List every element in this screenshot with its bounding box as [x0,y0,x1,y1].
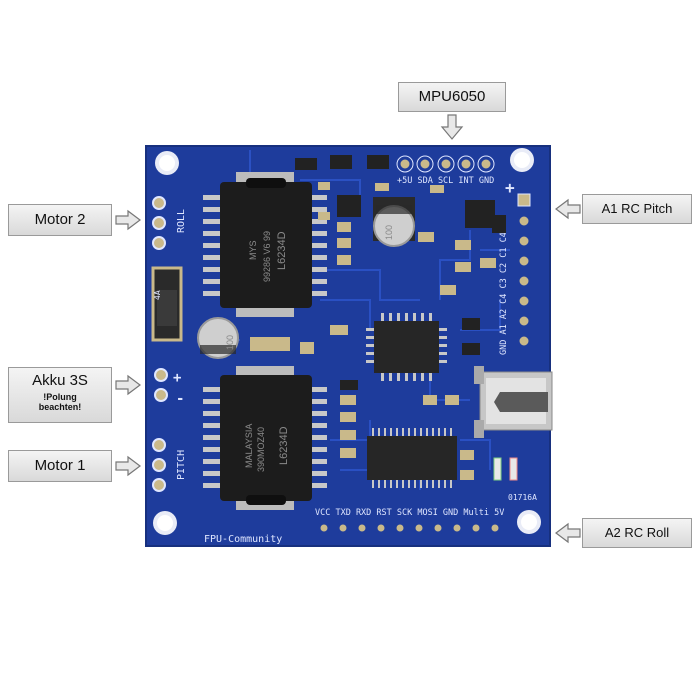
right-arrow-icon [115,455,141,477]
driver-top-line2: 99286 V6 99 [262,231,272,282]
cap-top-label: 100 [384,225,394,240]
bottom-header-pins [317,521,502,535]
pitch-motor-pins [152,438,166,492]
cap-middle-label: 100 [225,335,235,350]
board-code: 01716A [508,493,537,502]
motor1-callout: Motor 1 [8,450,112,482]
a1-callout: A1 RC Pitch [582,194,692,224]
a2-callout: A2 RC Roll [582,518,692,548]
left-arrow-icon [555,198,581,220]
a1-label: A1 RC Pitch [601,201,673,216]
right-arrow-icon [115,374,141,396]
battery-minus-label: - [176,391,184,407]
smd-components [295,155,518,481]
roll-motor-pins [152,196,166,250]
down-arrow-icon [440,114,464,140]
fuse [151,266,183,342]
right-header-label: GND A1 A2 C4 C3 C2 C1 C4M [499,227,509,355]
a2-label: A2 RC Roll [604,525,670,540]
mpu6050-callout: MPU6050 [398,82,506,112]
fuse-label: 4A [153,290,162,300]
brand-label: FPU-Community [204,534,282,545]
microcontroller-chip [366,313,447,381]
usb-chip [367,428,457,488]
driver-top-line1: L6234D [276,231,288,270]
capacitor-middle [197,317,290,359]
driver-bottom-line1: L6234D [278,426,290,465]
akku-callout: Akku 3S !Polung beachten! [8,367,112,423]
polung-warning-2: beachten! [38,402,82,412]
driver-top-line3: MYS [248,240,258,260]
plus-top-label: + [505,178,515,197]
battery-pins [154,368,168,402]
motor-driver-chip-top [203,172,327,317]
driver-bottom-line2: 390MOZ40 [256,427,266,472]
driver-bottom-line3: MALAYSIA [244,424,254,468]
top-header-label: +5U SDA SCL INT GND [397,176,494,186]
bottom-header-label: VCC TXD RXD RST SCK MOSI GND Multi 5V [315,508,504,518]
motor2-callout: Motor 2 [8,204,112,236]
motor-driver-chip-bottom [203,366,327,510]
mpu6050-label: MPU6050 [418,88,486,105]
left-arrow-icon [555,522,581,544]
top-header-pins [396,155,495,173]
battery-plus-label: + [173,370,181,386]
right-header-pins [516,193,532,349]
mounting-holes [153,148,541,535]
akku-label: Akku 3S [32,372,88,389]
capacitor-top [373,197,415,247]
right-arrow-icon [115,209,141,231]
roll-label: ROLL [176,209,187,233]
motor2-label: Motor 2 [34,211,86,228]
usb-connector [474,366,553,438]
pitch-label: PITCH [176,450,187,480]
motor1-label: Motor 1 [34,457,86,474]
polung-warning-1: !Polung [43,392,77,402]
